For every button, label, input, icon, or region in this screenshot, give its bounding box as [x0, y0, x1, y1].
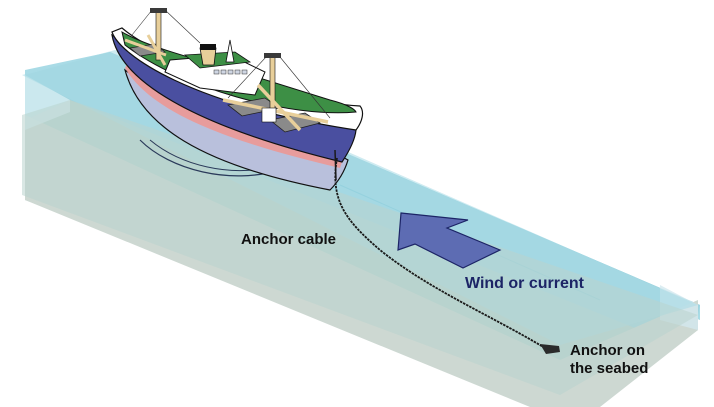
rigging-f1 [131, 9, 153, 36]
anchor-label-line2: the seabed [570, 360, 649, 377]
cable-hawse [334, 149, 337, 181]
anchor [540, 344, 560, 354]
mast-house [261, 107, 277, 123]
wind-current-label: Wind or current [465, 275, 584, 292]
funnel-top [200, 44, 216, 50]
anchor-cable [334, 157, 546, 349]
ship-funnel [199, 47, 217, 66]
rigging-f2 [164, 9, 201, 44]
rigging-a2 [279, 56, 331, 119]
seabed-top [22, 100, 698, 395]
seabed-front-face [25, 115, 698, 407]
anchor-label-line1: Anchor on [570, 342, 645, 359]
rigging-a1 [227, 56, 267, 99]
ship-boot-stripe [125, 62, 342, 168]
anchor-cable-label: Anchor cable [241, 231, 337, 248]
derrick-aft-2 [256, 83, 302, 132]
bridge-windows [213, 69, 248, 75]
ship-ventilator [225, 39, 235, 63]
derrick-forward-2 [146, 34, 167, 66]
wind-arrow [397, 212, 502, 269]
mast-aft-top [264, 53, 281, 58]
mast-forward-top [150, 8, 167, 13]
